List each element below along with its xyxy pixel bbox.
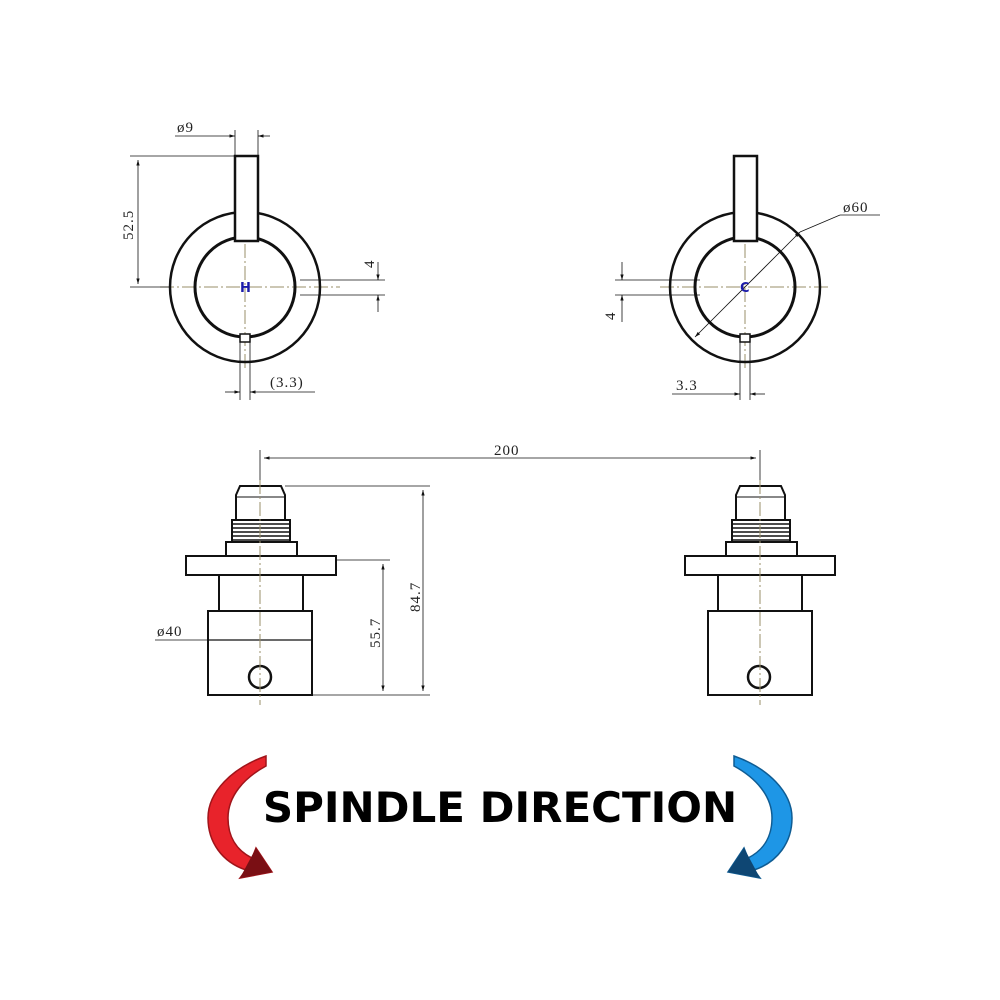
curved-arrow-counterclockwise-icon (726, 754, 793, 880)
dim-body-diameter: ø40 (157, 624, 183, 640)
dim-offset-hot: 4 (362, 260, 378, 269)
cold-valve-side-view (684, 480, 836, 705)
dim-plate-diameter: ø60 (843, 200, 869, 216)
curved-arrow-clockwise-icon (207, 754, 274, 880)
dim-handle-diameter: ø9 (177, 120, 194, 136)
cold-mark-label: C (740, 281, 750, 296)
dim-body-length: 55.7 (368, 618, 384, 648)
cold-valve-front-view (615, 154, 880, 400)
dim-spindle-cold: 3.3 (676, 378, 698, 394)
centres-dimension (259, 450, 761, 485)
hot-valve-front-view (130, 130, 385, 400)
spindle-direction-title: SPINDLE DIRECTION (263, 783, 737, 832)
hot-mark-label: H (240, 281, 251, 296)
dim-handle-length: 52.5 (121, 210, 137, 240)
hot-valve-side-view (155, 480, 430, 705)
dim-spindle-hot: (3.3) (270, 375, 304, 391)
dim-total-length: 84.7 (408, 582, 424, 612)
dim-offset-cold: 4 (603, 312, 619, 321)
dim-centres: 200 (494, 443, 520, 459)
